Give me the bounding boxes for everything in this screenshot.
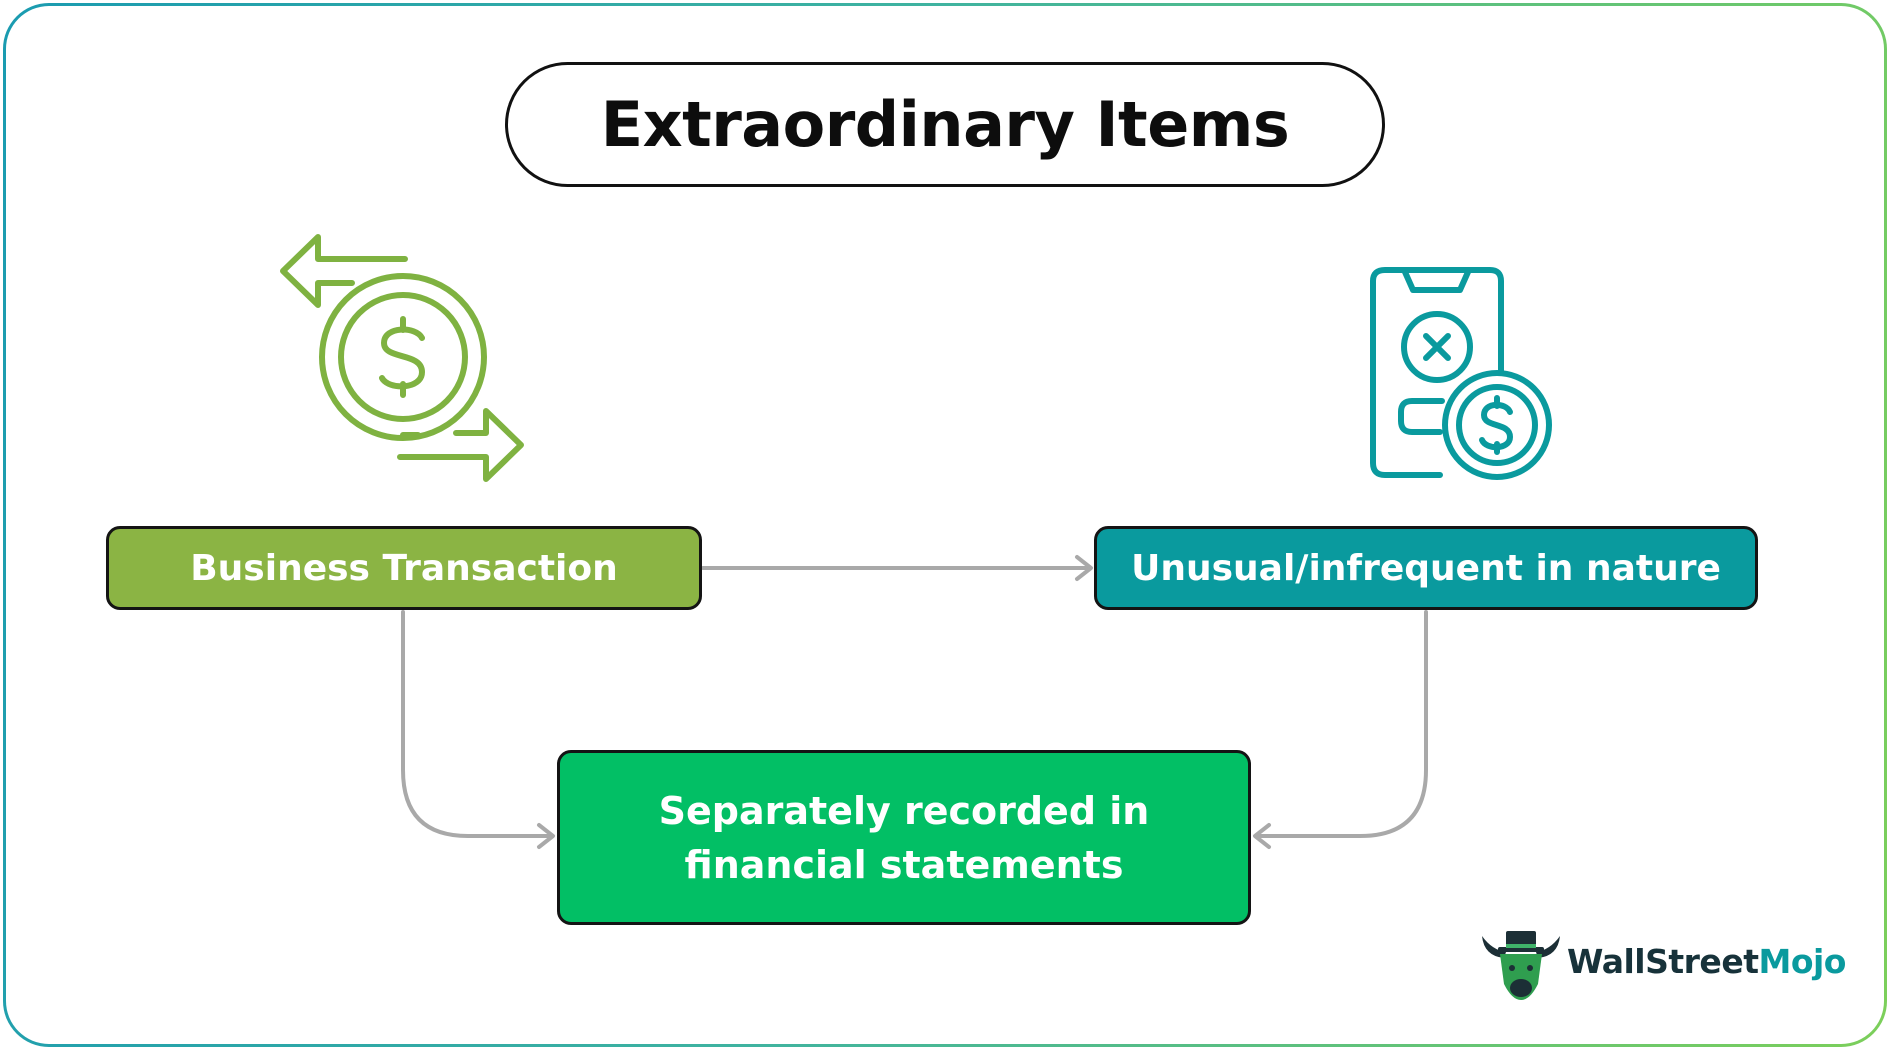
connector-unusual-to-recorded (1254, 610, 1428, 838)
unusual-infrequent-box: Unusual/infrequent in nature (1094, 526, 1758, 610)
title-pill: Extraordinary Items (505, 62, 1385, 187)
connector-business-to-recorded (401, 610, 554, 838)
page-title: Extraordinary Items (600, 88, 1290, 161)
unusual-infrequent-label: Unusual/infrequent in nature (1131, 547, 1721, 589)
brand-accent: Mojo (1758, 942, 1846, 981)
separately-recorded-label: Separately recorded in financial stateme… (658, 788, 1150, 887)
brand-main: WallStreet (1567, 942, 1759, 981)
business-transaction-label: Business Transaction (190, 547, 618, 589)
brand-logo-text: WallStreetMojo (1567, 942, 1846, 981)
connector-business-to-unusual-arrowhead (1075, 555, 1093, 581)
business-transaction-box: Business Transaction (106, 526, 702, 610)
connector-unusual-to-recorded-arrowhead (1253, 823, 1271, 849)
connector-business-to-recorded-arrowhead (537, 823, 555, 849)
bull-mascot-icon (1482, 931, 1560, 1000)
separately-recorded-box: Separately recorded in financial stateme… (557, 750, 1251, 925)
currency-exchange-icon (280, 234, 524, 482)
phone-cancel-payment-icon (1370, 267, 1552, 480)
